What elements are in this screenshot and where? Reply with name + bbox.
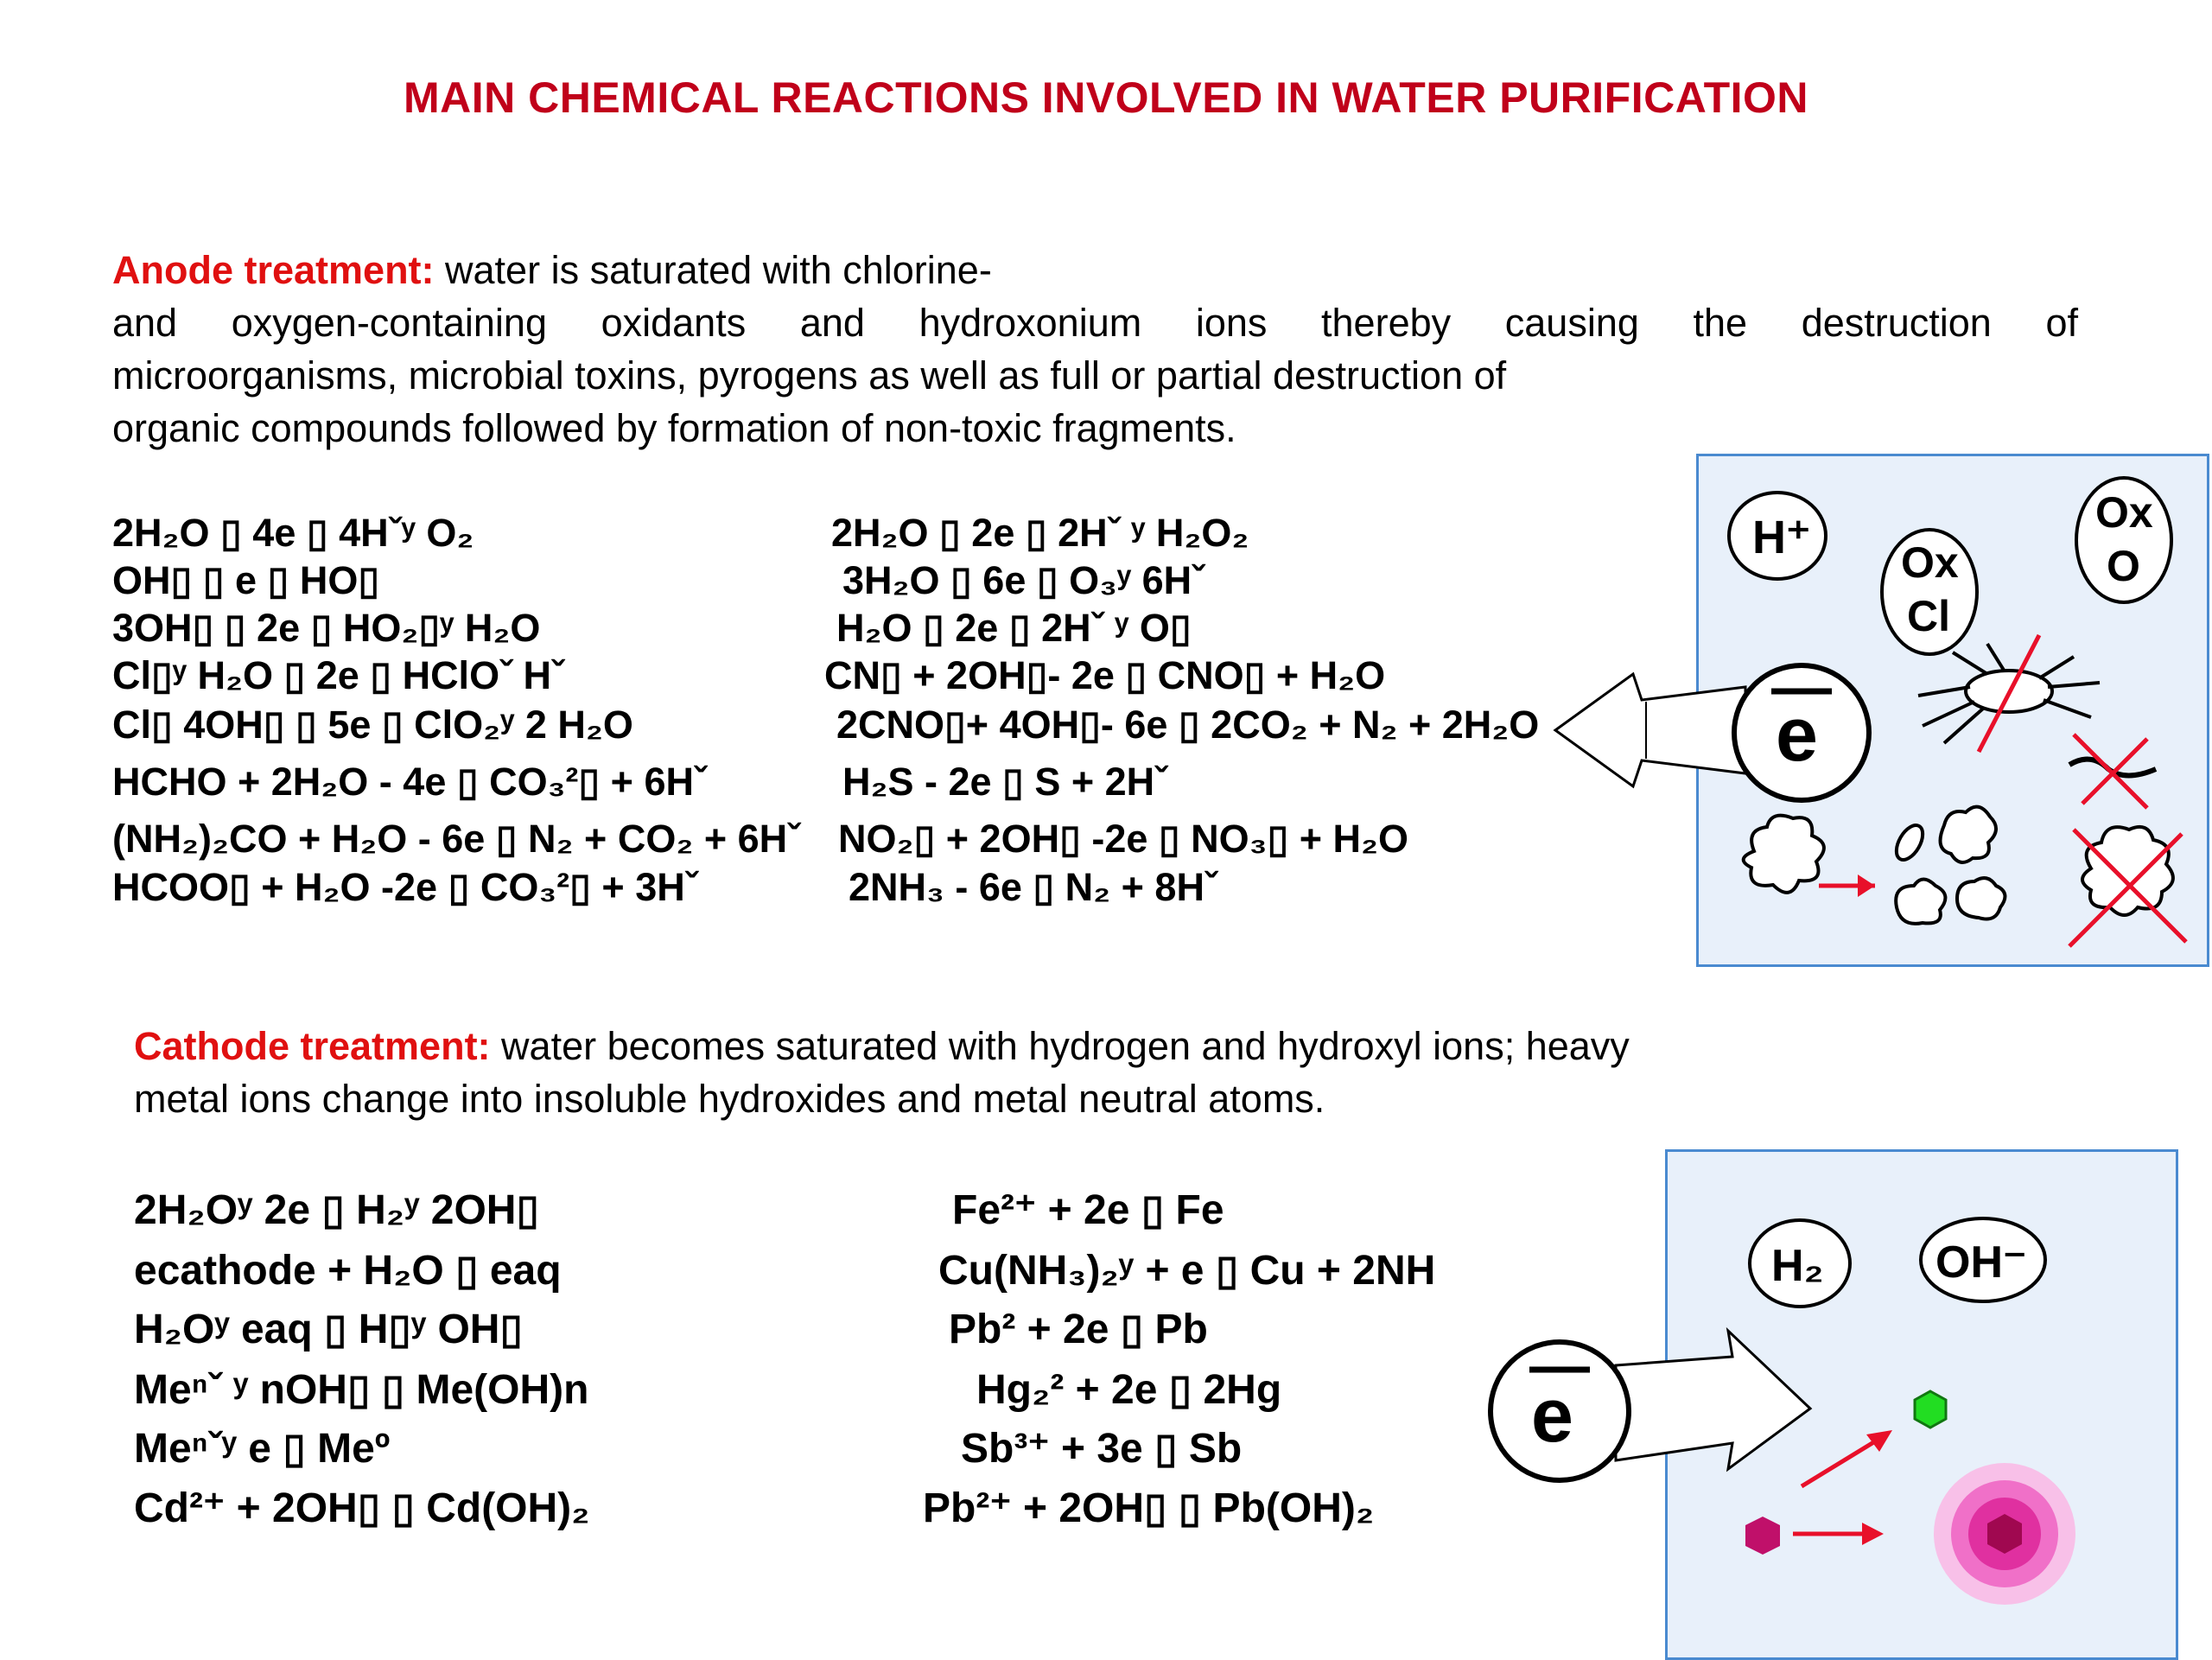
organic-compound-icon (1741, 813, 1826, 894)
h-plus-label: H⁺ (1752, 512, 1811, 563)
h2-molecule-icon (1748, 1218, 1852, 1308)
anode-eq-left-4: Cl▯ʸ H₂O ▯ 2e ▯ HClOˇ Hˇ (112, 653, 565, 697)
cathode-eq-right-2: Cu(NH₃)₂ʸ + e ▯ Cu + 2NH (938, 1248, 1436, 1294)
anode-lead: Anode treatment: (112, 248, 435, 292)
anode-eq-left-2: OH▯ ▯ e ▯ HO▯ (112, 558, 380, 602)
anode-line-4: organic compounds followed by formation … (112, 406, 1236, 450)
cathode-arrow-icon (1614, 1326, 1813, 1472)
page-title: MAIN CHEMICAL REACTIONS INVOLVED IN WATE… (403, 73, 1809, 122)
cathode-eq-right-3: Pb² + 2e ▯ Pb (949, 1307, 1208, 1352)
cathode-electron-icon (1488, 1339, 1631, 1483)
anode-line-1: water is saturated with chlorine- (434, 248, 992, 292)
oxidant-chlorine-icon (1880, 528, 1979, 656)
anode-line-2: and oxygen-containing oxidants and hydro… (112, 301, 2078, 345)
anode-eq-left-6: HCHO + 2H₂O - 4e ▯ CO₃²▯ + 6Hˇ (112, 760, 707, 804)
hydrogen-ion-icon (1727, 491, 1827, 581)
svg-text:e: e (1776, 691, 1818, 777)
anode-eq-right-5: 2CNO▯+ 4OH▯- 6e ▯ 2CO₂ + N₂ + 2H₂O (836, 703, 1540, 747)
cathode-eq-right-4: Hg₂² + 2e ▯ 2Hg (976, 1367, 1282, 1413)
oxcl-label-2: Cl (1907, 592, 1950, 640)
anode-eq-right-6: H₂S - 2e ▯ S + 2Hˇ (842, 760, 1168, 804)
anode-line-3: microorganisms, microbial toxins, pyroge… (112, 353, 1507, 398)
anode-eq-right-4: CN▯ + 2OH▯- 2e ▯ CNO▯ + H₂O (824, 653, 1386, 697)
oxo-label-1: Ox (2095, 488, 2153, 537)
fragment-icon (1894, 805, 2007, 925)
oh-label: OH⁻ (1936, 1237, 2026, 1288)
anode-eq-left-7: (NH₂)₂CO + H₂O - 6e ▯ N₂ + CO₂ + 6Hˇ (112, 817, 801, 861)
cathode-eq-left-1: 2H₂Oʸ 2e ▯ H₂ʸ 2OH▯ (134, 1187, 539, 1233)
anode-eq-left-1: 2H₂O ▯ 4e ▯ 4Hˇʸ O₂ (112, 511, 474, 555)
cathode-line-1: water becomes saturated with hydrogen an… (490, 1024, 1630, 1068)
cathode-lead: Cathode treatment: (134, 1024, 491, 1068)
cathode-eq-right-6: Pb²⁺ + 2OH▯ ▯ Pb(OH)₂ (923, 1485, 1375, 1531)
cathode-eq-left-4: Meⁿˇ ʸ nOH▯ ▯ Me(OH)n (134, 1367, 589, 1413)
cathode-description: Cathode treatment: water becomes saturat… (134, 1020, 1862, 1125)
electron-icon (1732, 663, 1872, 803)
cathode-line-2: metal ions change into insoluble hydroxi… (134, 1077, 1325, 1121)
svg-text:e: e (1531, 1372, 1573, 1458)
anode-eq-left-5: Cl▯ 4OH▯ ▯ 5e ▯ ClO₂ʸ 2 H₂O (112, 703, 633, 747)
metal-atom-icon (1913, 1390, 1948, 1429)
hydroxide-precipitate-icon (1934, 1463, 2075, 1605)
anode-eq-right-1: 2H₂O ▯ 2e ▯ 2Hˇ ʸ H₂O₂ (831, 511, 1249, 555)
anode-description: Anode treatment: water is saturated with… (112, 244, 2078, 455)
cathode-eq-left-2: ecathode + H₂O ▯ eaq (134, 1248, 562, 1294)
destroyed-compound-icon (2068, 825, 2188, 948)
cathode-eq-left-5: Meⁿˇʸ e ▯ Meº (134, 1426, 391, 1472)
oxcl-label-1: Ox (1901, 538, 1959, 587)
cathode-eq-right-1: Fe²⁺ + 2e ▯ Fe (952, 1187, 1224, 1233)
h2-label: H₂ (1771, 1241, 1824, 1291)
anode-eq-right-2: 3H₂O ▯ 6e ▯ O₃ʸ 6Hˇ (842, 558, 1205, 602)
anode-eq-right-7: NO₂▯ + 2OH▯ -2e ▯ NO₃▯ + H₂O (838, 817, 1408, 861)
metal-ion-icon (1745, 1517, 1780, 1555)
oxo-label-2: O (2107, 542, 2140, 590)
anode-eq-right-3: H₂O ▯ 2e ▯ 2Hˇ ʸ O▯ (836, 606, 1192, 650)
anode-eq-right-8: 2NH₃ - 6e ▯ N₂ + 8Hˇ (849, 865, 1217, 909)
cathode-eq-left-3: H₂Oʸ eaq ▯ H▯ʸ OH▯ (134, 1307, 523, 1352)
cathode-eq-right-5: Sb³⁺ + 3e ▯ Sb (961, 1426, 1243, 1472)
hydroxide-ion-icon (1919, 1217, 2047, 1303)
cathode-eq-left-6: Cd²⁺ + 2OH▯ ▯ Cd(OH)₂ (134, 1485, 590, 1531)
oxidant-oxygen-icon (2075, 476, 2173, 604)
anode-eq-left-8: HCOO▯ + H₂O -2e ▯ CO₃²▯ + 3Hˇ (112, 865, 698, 909)
anode-eq-left-3: 3OH▯ ▯ 2e ▯ HO₂▯ʸ H₂O (112, 606, 541, 650)
